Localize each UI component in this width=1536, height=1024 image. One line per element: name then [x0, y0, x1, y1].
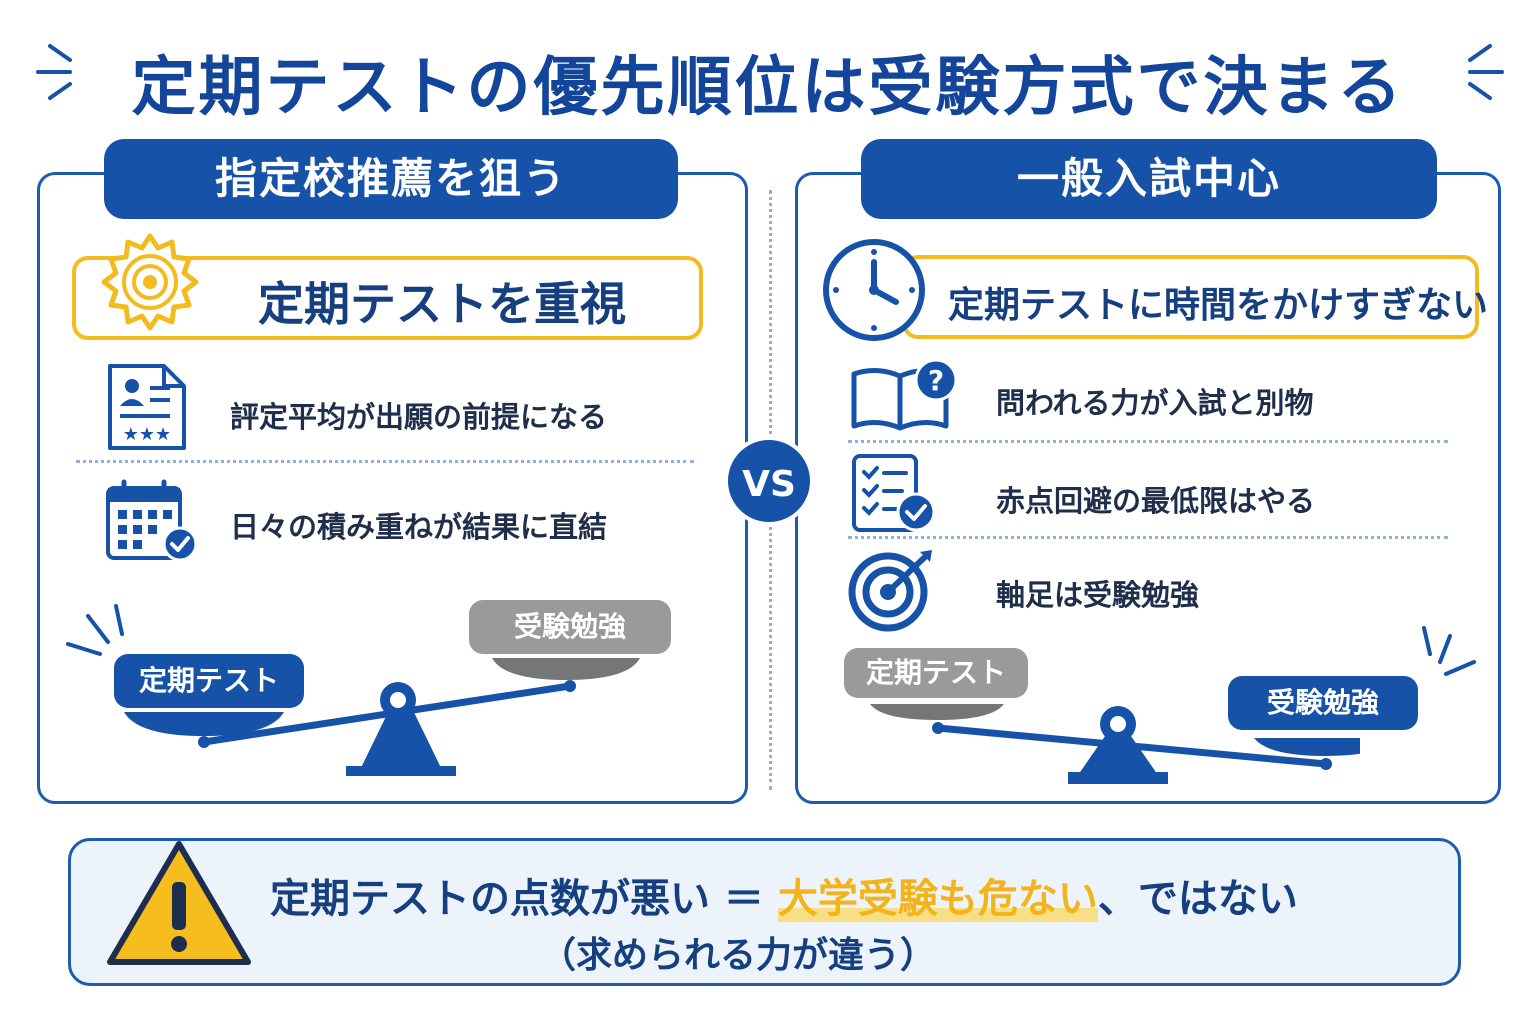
- bottom-message-line1: 定期テストの点数が悪い ＝ 大学受験も危ない、ではない: [270, 866, 1298, 924]
- left-scale-light-label: 受験勉強: [469, 600, 671, 654]
- left-item-1-text: 評定平均が出願の前提になる: [230, 400, 608, 434]
- right-emphasis-burst-icon: [1422, 626, 1476, 676]
- right-item-1-text: 問われる力が入試と別物: [996, 386, 1314, 420]
- left-highlight-text: 定期テストを重視: [258, 277, 626, 331]
- right-emphasis-lines-icon: [1468, 44, 1504, 100]
- right-scale-light-label: 定期テスト: [844, 648, 1028, 698]
- left-emphasis-burst-icon: [66, 604, 124, 656]
- calendar-check-icon: [106, 479, 198, 562]
- right-divider-1: [848, 440, 1448, 443]
- right-panel-header: 一般入試中心: [861, 139, 1437, 219]
- left-item-2-text: 日々の積み重ねが結果に直結: [230, 510, 608, 544]
- gear-target-icon: [101, 233, 199, 331]
- page-title: 定期テストの優先順位は受験方式で決まる: [131, 51, 1405, 125]
- book-question-icon: ?: [851, 358, 958, 431]
- right-highlight-text: 定期テストに時間をかけすぎない: [948, 285, 1489, 326]
- bottom-message-prefix: 定期テストの点数が悪い ＝: [270, 876, 778, 922]
- bottom-message-suffix: 、ではない: [1097, 876, 1298, 922]
- vs-badge: VS: [724, 436, 814, 526]
- target-icon: [848, 550, 932, 632]
- warning-icon: [107, 841, 251, 965]
- right-item-3-text: 軸足は受験勉強: [996, 578, 1200, 612]
- clock-icon: [823, 239, 925, 341]
- svg-text:★★★: ★★★: [123, 424, 171, 445]
- right-item-2-text: 赤点回避の最低限はやる: [996, 484, 1316, 518]
- checklist-icon: [852, 454, 936, 532]
- right-divider-2: [848, 536, 1448, 539]
- right-scale-heavy-label: 受験勉強: [1228, 676, 1418, 730]
- left-divider: [76, 460, 694, 463]
- svg-text:?: ?: [928, 364, 944, 397]
- bottom-message-box: [68, 838, 1461, 986]
- left-panel-header: 指定校推薦を狙う: [104, 139, 678, 219]
- profile-document-icon: ★★★: [108, 364, 186, 450]
- bottom-message-line2: （求められる力が違う）: [540, 935, 937, 976]
- left-balance-scale: [124, 658, 640, 776]
- right-balance-scale: [870, 704, 1360, 784]
- right-highlight-box: [902, 255, 1479, 339]
- left-emphasis-lines-icon: [36, 44, 72, 100]
- left-scale-heavy-label: 定期テスト: [114, 654, 304, 708]
- bottom-message-highlight: 大学受験も危ない: [777, 876, 1098, 922]
